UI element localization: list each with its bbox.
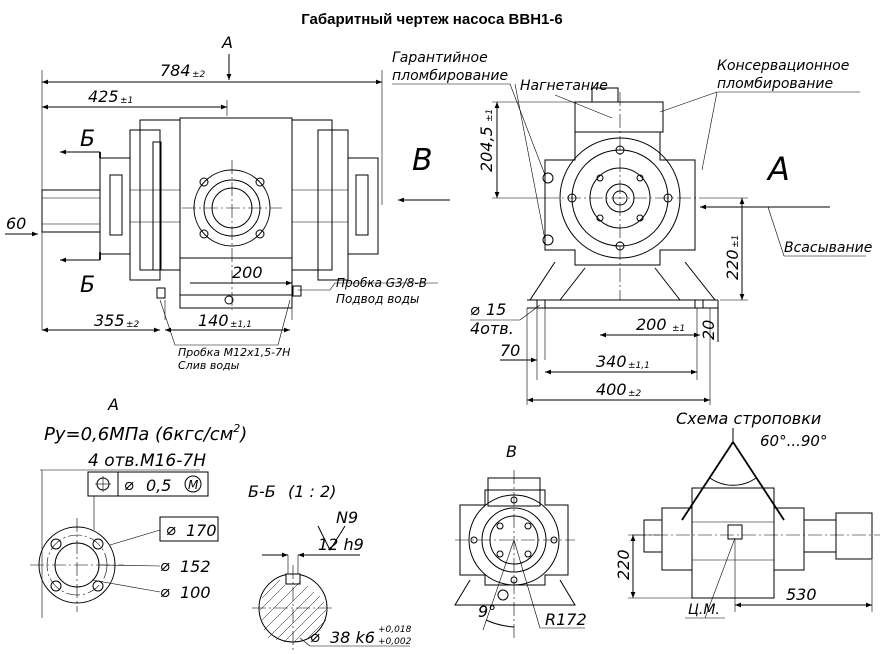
dimension-60: 60 — [6, 214, 26, 233]
dimension-220-sling: 220 — [614, 549, 633, 580]
tolerance-204-5: ±1 — [485, 109, 495, 122]
dimension-425: 425 — [88, 87, 119, 106]
section-b-b: Б-Б (1 : 2) N9 12 h9 ⌀ 38 k6 +0,018 +0,0… — [248, 482, 412, 650]
note-water-inlet: Подвод воды — [336, 292, 419, 306]
section-b-letter-bottom: Б — [80, 273, 95, 298]
position-tolerance-frame — [87, 471, 209, 497]
diameter-170-symbol: ⌀ — [166, 520, 176, 539]
tolerance-diameter-symbol: ⌀ — [124, 475, 134, 494]
dimension-20: 20 — [699, 320, 718, 340]
drawing-title: Габаритный чертеж насоса ВВН1-6 — [301, 11, 562, 28]
dimension-784: 784 — [160, 61, 191, 80]
sling-angle: 60°...90° — [760, 432, 827, 450]
water-inlet-plug — [292, 285, 302, 297]
note-discharge: Нагнетание — [520, 78, 608, 94]
pressure-note: Ру=0,6МПа (6кгс/см2) — [44, 422, 247, 445]
view-v-letter: В — [412, 143, 433, 178]
diameter-170: 170 — [186, 521, 217, 540]
note-preservation-seal-line1: Консервационное — [717, 58, 849, 74]
position-tolerance-value: 0,5 — [146, 476, 171, 495]
note-plug-g38: Пробка G3/8-В — [336, 276, 427, 290]
slinging-scheme: Схема строповки 60°...90° 220 530 Ц.М. — [614, 409, 880, 619]
view-a-letter: А — [221, 33, 233, 52]
hole-diameter-symbol: ⌀ — [470, 300, 480, 319]
hole-diameter-15: 15 — [486, 300, 506, 319]
section-b-letter-top: Б — [80, 127, 95, 152]
hole-count: 4отв. — [470, 319, 514, 338]
right-bearing-cover — [347, 157, 379, 255]
tolerance-200-side: ±1 — [672, 324, 685, 334]
dimension-200-side: 200 — [636, 315, 667, 334]
note-suction: Всасывание — [784, 240, 872, 256]
dimension-70: 70 — [500, 341, 520, 360]
dimension-204-5: 204,5 — [477, 126, 496, 172]
left-bearing-cover — [99, 157, 131, 255]
water-drain-plug — [156, 287, 166, 299]
diameter-152: 152 — [180, 557, 211, 576]
dimension-400: 400 — [596, 380, 627, 399]
tolerance-140: ±1,1 — [230, 320, 252, 330]
note-warranty-seal-line2: пломбирование — [392, 68, 508, 84]
tolerance-400: ±2 — [628, 389, 642, 399]
view-v: В 9° R172 — [454, 442, 587, 640]
tolerance-340: ±1,1 — [628, 361, 650, 371]
dimension-220-side: 220 — [723, 249, 742, 280]
section-label: Б-Б — [248, 482, 276, 501]
angle-9-deg: 9° — [478, 602, 496, 621]
tolerance-425: ±1 — [120, 96, 133, 106]
shaft-tolerance-upper: +0,018 — [378, 625, 412, 635]
surface-finish-n9: N9 — [336, 508, 358, 527]
tolerance-220-side: ±1 — [731, 235, 741, 248]
shaft — [41, 189, 101, 233]
radius-r172: R172 — [545, 610, 587, 629]
keyway-width-12h9: 12 h9 — [318, 535, 364, 554]
shaft-diameter-symbol: ⌀ — [310, 627, 320, 646]
tolerance-modifier: M — [188, 478, 199, 492]
slinging-scheme-title: Схема строповки — [676, 409, 821, 428]
note-preservation-seal-line2: пломбирование — [717, 76, 833, 92]
shaft-tolerance-lower: +0,002 — [378, 637, 412, 647]
note-plug-m12: Пробка М12х1,5-7Н — [178, 346, 290, 359]
shaft-diameter-38k6: 38 k6 — [330, 628, 375, 647]
view-a-side-letter: А — [766, 150, 790, 188]
main-view: 784 ±2 425 ±1 А Б Б В 60 — [5, 33, 450, 372]
dimension-340: 340 — [596, 352, 627, 371]
tolerance-355: ±2 — [126, 320, 140, 330]
dimension-530: 530 — [786, 585, 817, 604]
view-v-small-letter: В — [506, 442, 517, 461]
note-water-drain: Слив воды — [178, 359, 240, 372]
dimension-200-main: 200 — [232, 263, 263, 282]
center-of-mass-label: Ц.М. — [688, 602, 720, 618]
tolerance-784: ±2 — [192, 70, 206, 80]
diameter-152-symbol: ⌀ — [160, 556, 170, 575]
threaded-holes-note: 4 отв.М16-7Н — [88, 451, 206, 471]
view-a-flange-letter: А — [107, 395, 119, 414]
center-of-mass-marker — [727, 524, 743, 540]
sling-rope-left — [681, 441, 734, 521]
note-warranty-seal-line1: Гарантийное — [392, 50, 488, 66]
diameter-100-symbol: ⌀ — [160, 582, 170, 601]
sling-rope-right — [732, 441, 785, 521]
dimension-140: 140 — [198, 311, 229, 330]
section-scale: (1 : 2) — [288, 482, 336, 501]
pump-casing-side — [544, 131, 696, 266]
view-a-flange: А Ру=0,6МПа (6кгс/см2) 4 отв.М16-7Н ⌀ 0,… — [30, 395, 247, 618]
side-view: Гарантийное пломбирование Нагнетание Кон… — [392, 50, 872, 405]
diameter-100: 100 — [180, 583, 211, 602]
pump-feet — [529, 261, 717, 301]
dimension-355: 355 — [94, 311, 125, 330]
